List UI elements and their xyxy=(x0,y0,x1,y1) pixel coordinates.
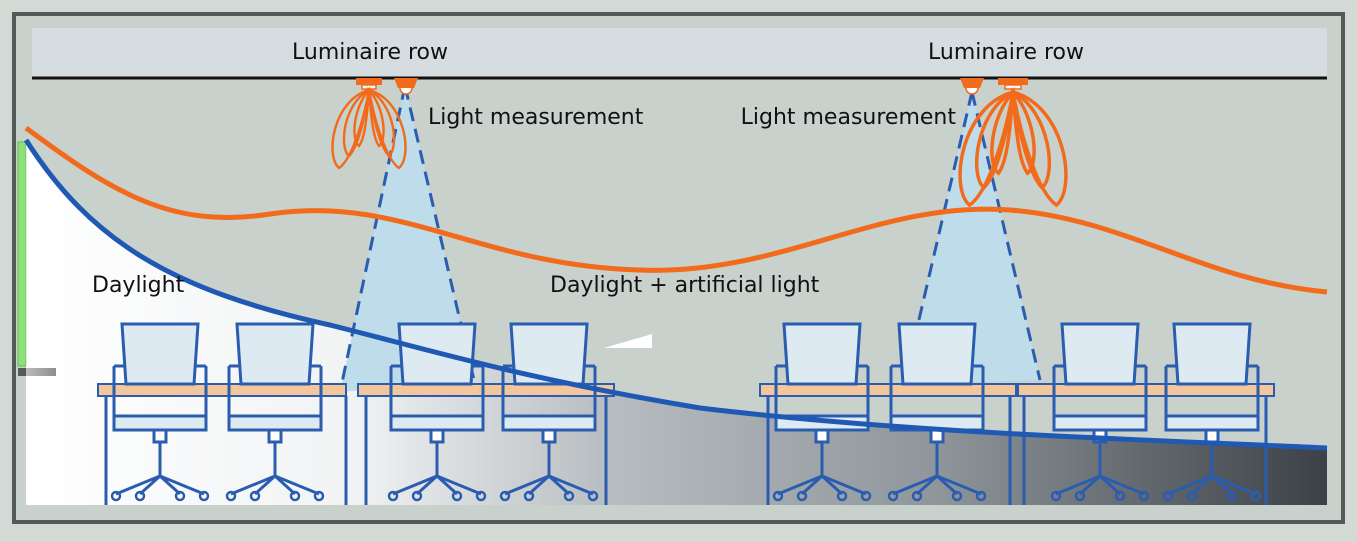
daylight-label: Daylight xyxy=(92,273,185,298)
daylight-artificial-label: Daylight + artificial light xyxy=(550,273,820,298)
desk-icon xyxy=(357,383,615,505)
luminaire-row-label-left: Luminaire row xyxy=(292,40,448,65)
light-measurement-label-left: Light measurement xyxy=(428,105,644,130)
light-sensor-icon xyxy=(394,78,418,95)
measurement-cone-left xyxy=(340,86,474,392)
measurement-cone-right xyxy=(904,92,1040,384)
luminaire-icon xyxy=(998,78,1028,90)
desk-icon xyxy=(759,383,1017,505)
luminaire-row-label-right: Luminaire row xyxy=(928,40,1084,65)
daylight-curve xyxy=(23,138,1328,451)
ceiling-band xyxy=(32,28,1327,78)
light-measurement-label-right: Light measurement xyxy=(741,105,957,130)
light-sensor-icon xyxy=(960,78,984,95)
total-light-curve xyxy=(24,125,1328,295)
desk-icon xyxy=(97,383,348,505)
cone-edge xyxy=(970,91,1042,381)
daylight-area xyxy=(26,140,1327,505)
window-glow xyxy=(26,142,90,505)
window-icon xyxy=(17,141,27,367)
glare-mark xyxy=(604,334,652,348)
